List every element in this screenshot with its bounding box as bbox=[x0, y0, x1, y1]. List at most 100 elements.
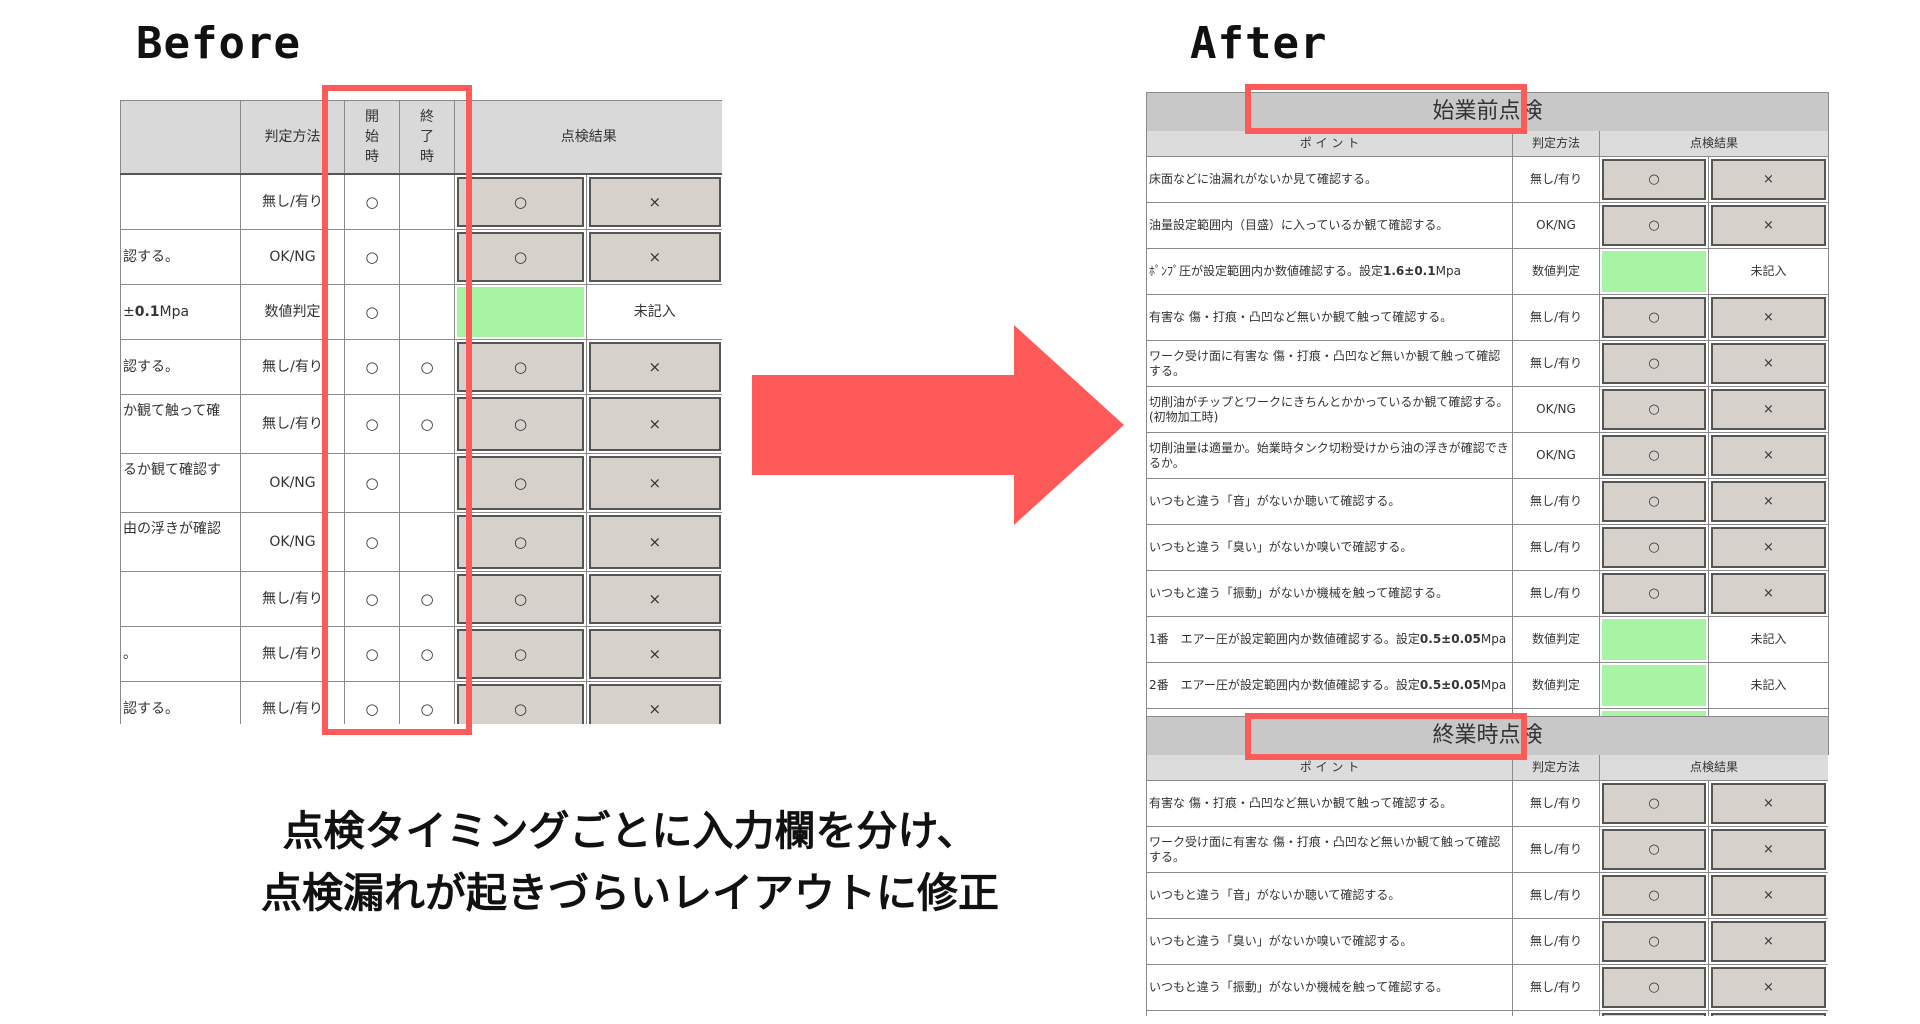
result-ok-button[interactable]: ○ bbox=[1602, 921, 1706, 962]
result-ok-button[interactable]: ○ bbox=[457, 232, 584, 282]
end-check[interactable]: ○ bbox=[399, 571, 455, 627]
result-ng-button[interactable]: × bbox=[1711, 527, 1827, 568]
before-row: か観て触って確無し/有り○○○× bbox=[120, 394, 722, 454]
result-ok-button[interactable]: ○ bbox=[1602, 481, 1706, 522]
judge-method: 無し/有り bbox=[1512, 918, 1600, 965]
result-ok-button[interactable]: ○ bbox=[1602, 297, 1706, 338]
numeric-input-field[interactable] bbox=[457, 287, 584, 337]
result-ok-button[interactable]: ○ bbox=[457, 515, 584, 569]
start-check[interactable]: ○ bbox=[344, 453, 400, 513]
result-ng-button[interactable]: × bbox=[1711, 967, 1827, 1008]
before-table: 判定方法 開始時 終了時 点検結果 無し/有り○○×認する。OK/NG○○×±0… bbox=[120, 100, 722, 724]
check-point-value: 0.5±0.05 bbox=[1419, 678, 1481, 693]
start-check[interactable]: ○ bbox=[344, 571, 400, 627]
result-ng-cell: × bbox=[586, 173, 722, 230]
numeric-input-field[interactable] bbox=[1602, 251, 1706, 292]
result-ok-button[interactable]: ○ bbox=[1602, 875, 1706, 916]
end-check[interactable] bbox=[399, 229, 455, 285]
result-ng-button[interactable]: × bbox=[589, 342, 721, 392]
result-ok-button[interactable]: ○ bbox=[457, 574, 584, 624]
result-ng-button[interactable]: × bbox=[589, 456, 721, 510]
result-ok-cell: ○ bbox=[1599, 1010, 1709, 1016]
result-ok-button[interactable]: ○ bbox=[1602, 967, 1706, 1008]
end-check[interactable]: ○ bbox=[399, 626, 455, 682]
judge-method: 数値判定 bbox=[1512, 616, 1600, 663]
start-check[interactable]: ○ bbox=[344, 339, 400, 395]
result-ng-button[interactable]: × bbox=[1711, 205, 1827, 246]
after-row: ワーク受け面に有害な 傷・打痕・凸凹など無いか観て触って確認する。無し/有り○× bbox=[1146, 340, 1830, 387]
status-cell: 未記入 bbox=[1707, 616, 1830, 663]
before-header-end: 終了時 bbox=[399, 100, 455, 175]
result-ok-button[interactable]: ○ bbox=[1602, 573, 1706, 614]
end-check[interactable]: ○ bbox=[399, 681, 455, 724]
result-ng-button[interactable]: × bbox=[589, 397, 721, 451]
result-ng-button[interactable]: × bbox=[1711, 829, 1827, 870]
result-ok-button[interactable]: ○ bbox=[457, 177, 584, 227]
result-ng-button[interactable]: × bbox=[589, 232, 721, 282]
check-point-value: 0.5±0.05 bbox=[1419, 632, 1481, 647]
start-check[interactable]: ○ bbox=[344, 626, 400, 682]
result-ng-cell: × bbox=[1707, 780, 1828, 827]
result-ok-button[interactable]: ○ bbox=[1602, 1013, 1706, 1016]
after-row: 有害な 傷・打痕・凸凹など無いか観て触って確認する。無し/有り○× bbox=[1146, 780, 1828, 827]
end-check[interactable] bbox=[399, 512, 455, 572]
result-ok-button[interactable]: ○ bbox=[457, 629, 584, 679]
end-check[interactable] bbox=[399, 453, 455, 513]
result-ng-button[interactable]: × bbox=[1711, 921, 1827, 962]
numeric-input-field[interactable] bbox=[1602, 619, 1706, 660]
result-ng-cell: × bbox=[1707, 964, 1828, 1011]
result-ok-cell: ○ bbox=[1599, 202, 1709, 249]
after-end-table: 終業時点検 ポ イ ン ト 判定方法 点検結果 有害な 傷・打痕・凸凹など無いか… bbox=[1146, 716, 1828, 1016]
result-ok-button[interactable]: ○ bbox=[1602, 343, 1706, 384]
end-check[interactable]: ○ bbox=[399, 394, 455, 454]
result-ng-button[interactable]: × bbox=[1711, 783, 1827, 824]
result-ng-button[interactable]: × bbox=[1711, 875, 1827, 916]
result-ok-cell: ○ bbox=[454, 229, 587, 285]
result-ng-button[interactable]: × bbox=[1711, 159, 1827, 200]
result-ng-button[interactable]: × bbox=[1711, 435, 1827, 476]
result-ok-button[interactable]: ○ bbox=[1602, 527, 1706, 568]
result-ok-cell: ○ bbox=[1599, 386, 1709, 433]
result-ok-button[interactable]: ○ bbox=[457, 456, 584, 510]
start-check[interactable]: ○ bbox=[344, 681, 400, 724]
result-ok-button[interactable]: ○ bbox=[1602, 829, 1706, 870]
result-ok-button[interactable]: ○ bbox=[1602, 205, 1706, 246]
end-check[interactable] bbox=[399, 173, 455, 230]
status-text: 未記入 bbox=[1750, 632, 1787, 647]
result-ng-button[interactable]: × bbox=[1711, 297, 1827, 338]
result-ok-cell: ○ bbox=[1599, 872, 1709, 919]
result-ng-button[interactable]: × bbox=[1711, 389, 1827, 430]
result-ok-button[interactable]: ○ bbox=[457, 397, 584, 451]
start-check[interactable]: ○ bbox=[344, 512, 400, 572]
judge-method: 無し/有り bbox=[1512, 340, 1600, 387]
result-ng-button[interactable]: × bbox=[1711, 343, 1827, 384]
result-ok-button[interactable]: ○ bbox=[1602, 159, 1706, 200]
result-ng-button[interactable]: × bbox=[589, 629, 721, 679]
start-check[interactable]: ○ bbox=[344, 173, 400, 230]
result-ok-cell: ○ bbox=[454, 512, 587, 572]
result-ng-button[interactable]: × bbox=[1711, 573, 1827, 614]
judge-method: 無し/有り bbox=[1512, 1010, 1600, 1016]
result-ng-button[interactable]: × bbox=[589, 574, 721, 624]
check-point-text: 2番 エアー圧が設定範囲内か数値確認する。設定 bbox=[1149, 678, 1420, 693]
result-ok-button[interactable]: ○ bbox=[1602, 435, 1706, 476]
result-ng-button[interactable]: × bbox=[1711, 481, 1827, 522]
result-ng-button[interactable]: × bbox=[589, 177, 721, 227]
result-ng-button[interactable]: × bbox=[589, 684, 721, 724]
result-ng-button[interactable]: × bbox=[1711, 1013, 1827, 1016]
result-ok-button[interactable]: ○ bbox=[1602, 389, 1706, 430]
result-ok-cell: ○ bbox=[454, 173, 587, 230]
after-row: 切削油量は適量か。始業時タンク切粉受けから油の浮きが確認できるか。OK/NG○× bbox=[1146, 432, 1830, 479]
end-check[interactable]: ○ bbox=[399, 339, 455, 395]
result-ok-button[interactable]: ○ bbox=[457, 342, 584, 392]
result-ok-button[interactable]: ○ bbox=[1602, 783, 1706, 824]
numeric-input-field[interactable] bbox=[1602, 665, 1706, 706]
end-check[interactable] bbox=[399, 284, 455, 340]
check-point: いつもと違う「臭い」がないか嗅いで確認する。 bbox=[1146, 918, 1513, 965]
check-point: ﾎﾟﾝﾌﾟ圧が設定範囲内か数値確認する。設定1.6±0.1Mpa bbox=[1146, 248, 1513, 295]
result-ok-button[interactable]: ○ bbox=[457, 684, 584, 724]
result-ng-button[interactable]: × bbox=[589, 515, 721, 569]
start-check[interactable]: ○ bbox=[344, 394, 400, 454]
start-check[interactable]: ○ bbox=[344, 284, 400, 340]
start-check[interactable]: ○ bbox=[344, 229, 400, 285]
